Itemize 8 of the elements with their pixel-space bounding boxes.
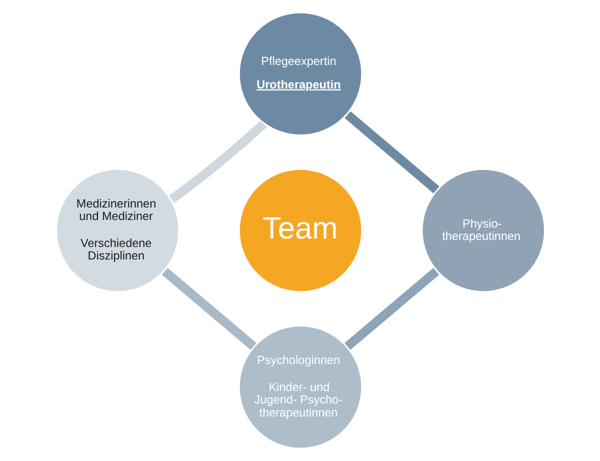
node-circle: Psychologinnen Kinder- und Jugend- Psycho- therapeutinnen bbox=[236, 324, 364, 450]
connector bbox=[344, 268, 439, 350]
node-circle: Pflegeexpertin Urotherapeutin bbox=[236, 10, 364, 138]
connector bbox=[344, 111, 439, 194]
connector bbox=[161, 268, 256, 350]
node-circle: Physio- therapeutinnen bbox=[420, 167, 546, 294]
node-circle: Team bbox=[236, 167, 364, 294]
connector bbox=[168, 120, 266, 204]
